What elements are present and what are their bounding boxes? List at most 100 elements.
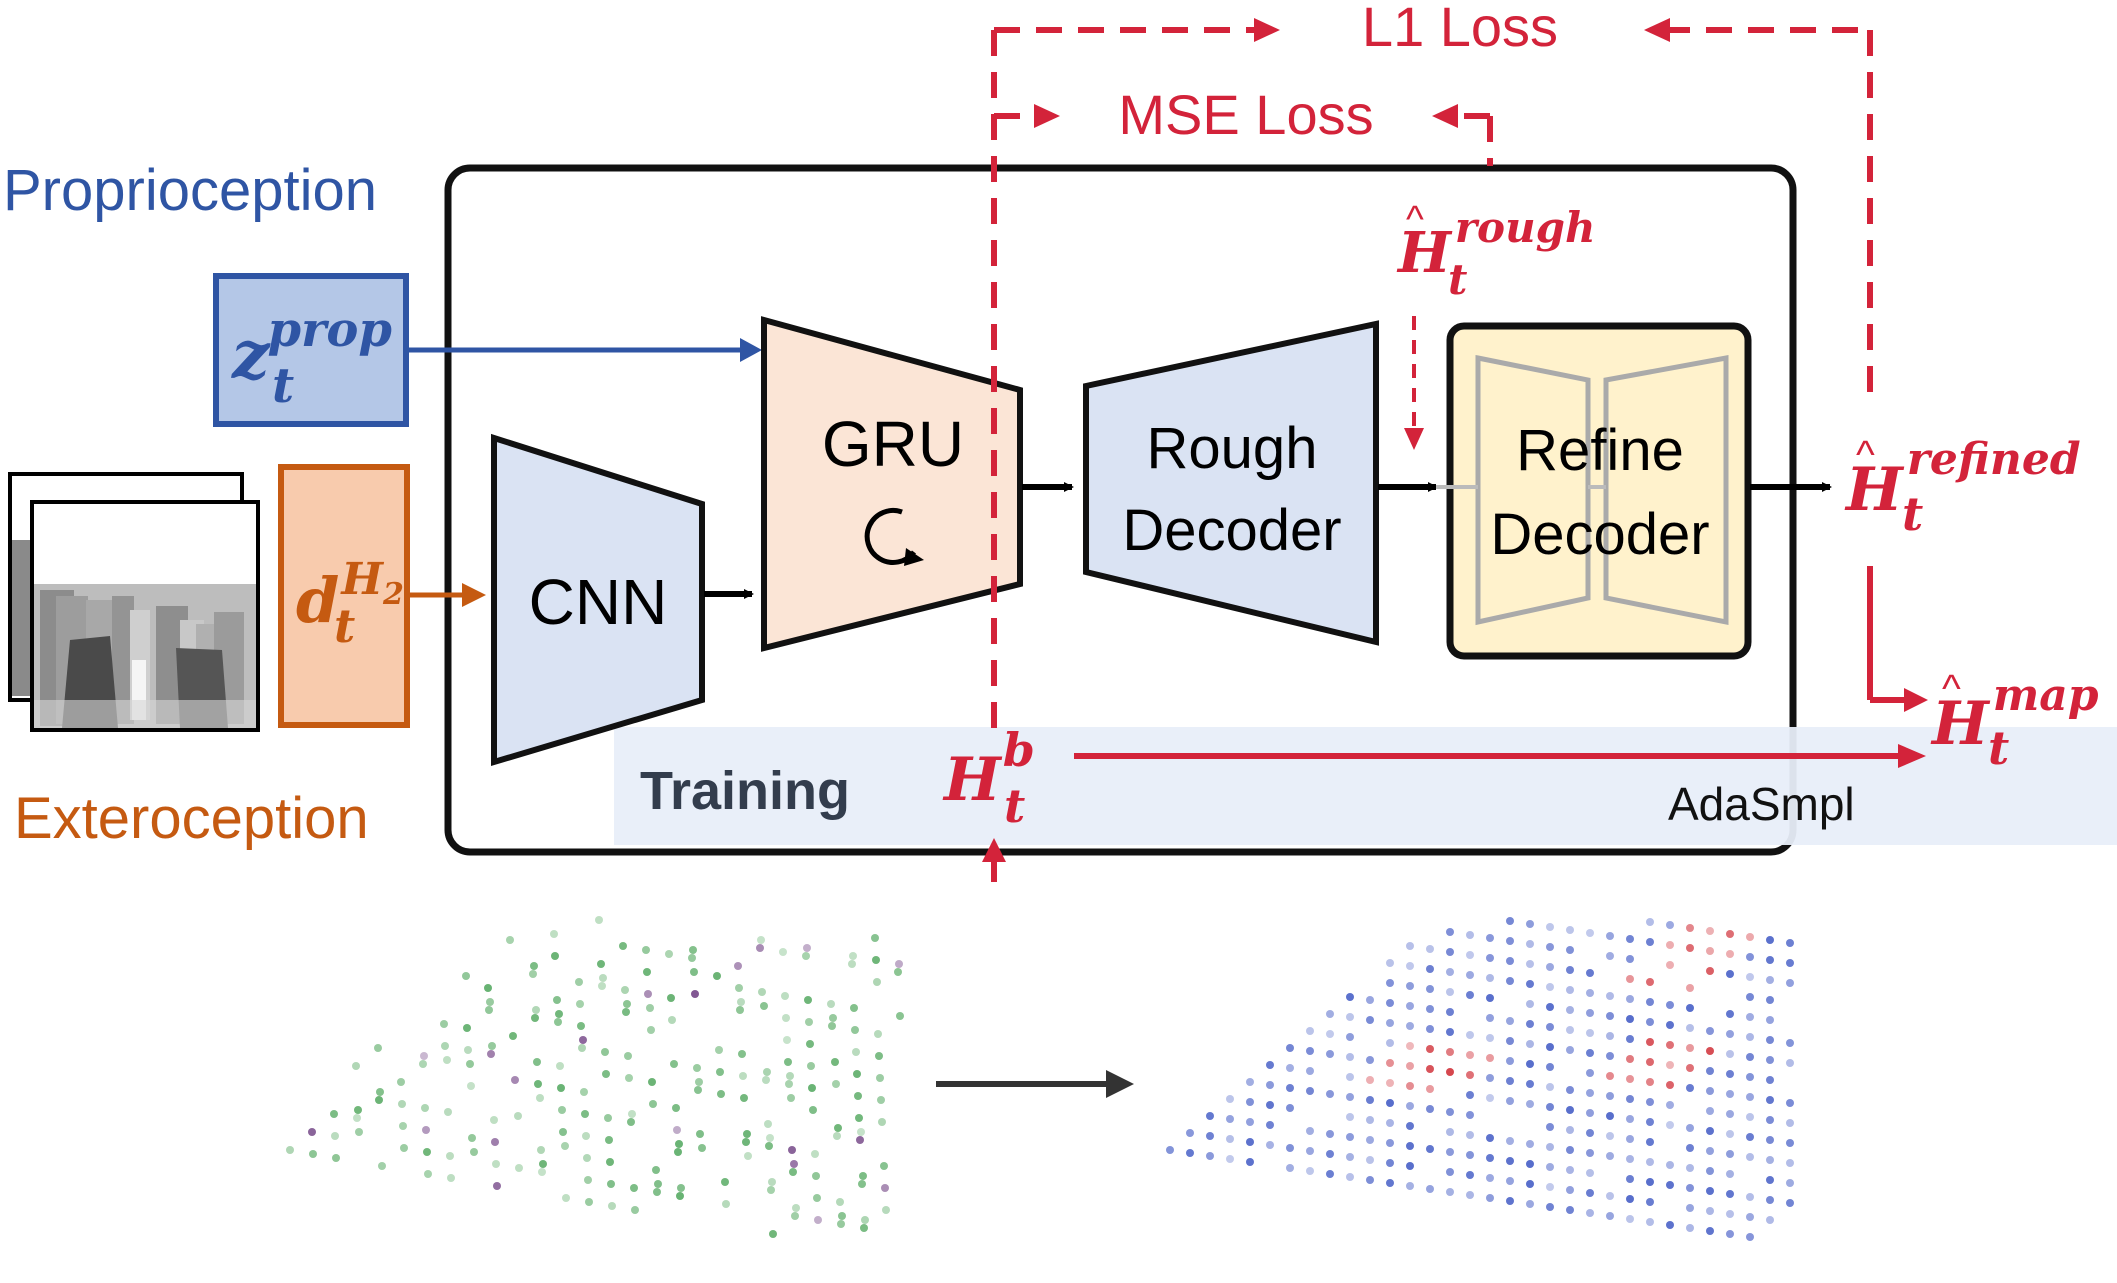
point (1306, 1087, 1314, 1095)
point (1706, 1087, 1714, 1095)
point (1386, 1139, 1394, 1147)
point (308, 1128, 316, 1136)
point (1246, 1158, 1254, 1166)
point (583, 1154, 591, 1162)
point (1746, 1153, 1754, 1161)
point (608, 1202, 616, 1210)
point (1746, 973, 1754, 981)
refine-inner-right (1603, 355, 1729, 626)
point (487, 1050, 495, 1058)
point (597, 960, 605, 968)
point (1446, 948, 1454, 956)
point (309, 1150, 317, 1158)
z-prop-sub: t (272, 358, 294, 414)
point (1546, 1043, 1554, 1051)
point (812, 1172, 820, 1180)
point (850, 1004, 858, 1012)
point (1286, 1144, 1294, 1152)
point (1526, 1160, 1534, 1168)
cloud-transform-arrow-head (1106, 1070, 1134, 1098)
point (1546, 923, 1554, 931)
point (1646, 1058, 1654, 1066)
point (1526, 920, 1534, 928)
point (1646, 1178, 1654, 1186)
point (606, 1158, 614, 1166)
point (1786, 1119, 1794, 1127)
d-h2-sub: t (334, 599, 355, 653)
point (1526, 1080, 1534, 1088)
point (1586, 989, 1594, 997)
point (1426, 1025, 1434, 1033)
point (1766, 1196, 1774, 1204)
point (1706, 947, 1714, 955)
point (553, 996, 561, 1004)
point (873, 978, 881, 986)
point (1566, 1106, 1574, 1114)
point (691, 990, 699, 998)
point (1286, 1044, 1294, 1052)
point (1366, 1136, 1374, 1144)
point (642, 946, 650, 954)
h-map-hat: ^ (1942, 667, 1961, 711)
point (1486, 994, 1494, 1002)
point (1526, 980, 1534, 988)
point (1766, 1076, 1774, 1084)
point (1686, 1204, 1694, 1212)
point (1506, 1137, 1514, 1145)
rough-decoder-block (1083, 320, 1379, 646)
point (792, 1204, 800, 1212)
point (1346, 1133, 1354, 1141)
point (1646, 1198, 1654, 1206)
point (1486, 1094, 1494, 1102)
point (1626, 955, 1634, 963)
point (1506, 1157, 1514, 1165)
proprio-arrow-head (740, 338, 762, 362)
point (1386, 1039, 1394, 1047)
point (1486, 1134, 1494, 1142)
point (1586, 1209, 1594, 1217)
point (1426, 985, 1434, 993)
point (1606, 1012, 1614, 1020)
point (1766, 1156, 1774, 1164)
point (1386, 1179, 1394, 1187)
point (1486, 934, 1494, 942)
point (1306, 1127, 1314, 1135)
point (559, 1128, 567, 1136)
point (1566, 986, 1574, 994)
point (1726, 970, 1734, 978)
h-rough-hat: ^ (1406, 199, 1424, 241)
point (1646, 1038, 1654, 1046)
point (877, 1096, 885, 1104)
point (1486, 1194, 1494, 1202)
point (353, 1114, 361, 1122)
point (1546, 1163, 1554, 1171)
gru-block (761, 316, 1023, 652)
point (1786, 979, 1794, 987)
point (859, 1172, 867, 1180)
point (602, 1070, 610, 1078)
point (330, 1110, 338, 1118)
point (1606, 1072, 1614, 1080)
point (1506, 1197, 1514, 1205)
point (1506, 1097, 1514, 1105)
point (1646, 1218, 1654, 1226)
point (1606, 932, 1614, 940)
point (1766, 1056, 1774, 1064)
point (1286, 1084, 1294, 1092)
point (509, 1032, 517, 1040)
point (853, 1070, 861, 1078)
point (1306, 1147, 1314, 1155)
point (557, 1084, 565, 1092)
point (1606, 1112, 1614, 1120)
h-refined-math: Hrefined (1844, 434, 2081, 525)
point (622, 1008, 630, 1016)
point (1586, 1089, 1594, 1097)
point (1486, 1074, 1494, 1082)
point (667, 994, 675, 1002)
point (1506, 1177, 1514, 1185)
point (1346, 1173, 1354, 1181)
point (1546, 1063, 1554, 1071)
point (374, 1044, 382, 1052)
point (399, 1122, 407, 1130)
point (1606, 1152, 1614, 1160)
